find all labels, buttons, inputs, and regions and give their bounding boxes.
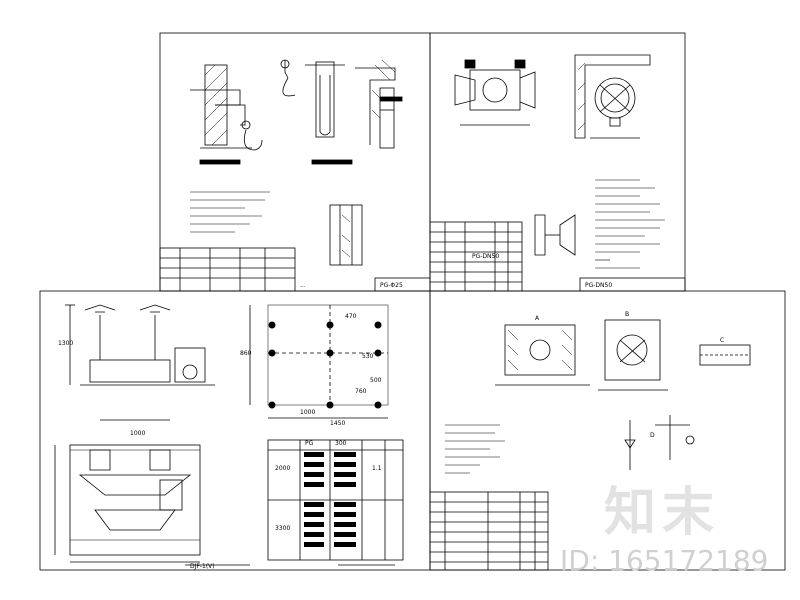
bottom-left-sheet-label: 2000 [275,465,290,472]
bottom-left-sheet-label: 1450 [330,420,345,427]
bottom-right-sheet-label: D [650,432,655,439]
bottom-left-sheet-label: 1.1 [372,465,382,472]
bottom-left-sheet-label: DJF-1(V) [190,563,215,570]
bottom-left-sheet-label: 530 [362,353,374,360]
watermark-logo: 知末 [604,483,721,543]
bottom-left-sheet-label: PG [305,440,314,447]
top-right-sheet-label: PG-DN50 [472,253,499,260]
bottom-left-sheet-label: 860 [240,350,252,357]
top-right-sheet-label: PG-DN50 [585,282,612,289]
top-left-sheet-label: ... [300,282,306,289]
bottom-left-sheet-label: 1300 [58,340,73,347]
watermark-id: ID: 165172189 [560,544,769,577]
bottom-left-sheet-label: 1000 [130,430,145,437]
top-left-sheet-label: PG-Φ25 [380,282,403,289]
bottom-left-sheet-label: 470 [345,313,357,320]
bottom-left-sheet-label: 300 [335,440,347,447]
bottom-left-sheet [39,290,431,571]
bottom-right-sheet-label: A [535,315,540,322]
bottom-left-sheet-label: 1000 [300,409,315,416]
bottom-left-sheet-label: 500 [370,377,382,384]
top-right-sheet [429,32,686,292]
bottom-left-sheet-label: 760 [355,388,367,395]
bottom-left-sheet-label: 3300 [275,525,290,532]
bottom-right-sheet-label: C [720,337,724,344]
sheet-labels: PG-Φ25...PG-DN50PG-DN5013001000200033004… [58,253,724,570]
top-left-sheet [159,32,431,292]
bottom-right-sheet-label: B [625,311,629,318]
bottom-right-sheet [429,290,786,571]
